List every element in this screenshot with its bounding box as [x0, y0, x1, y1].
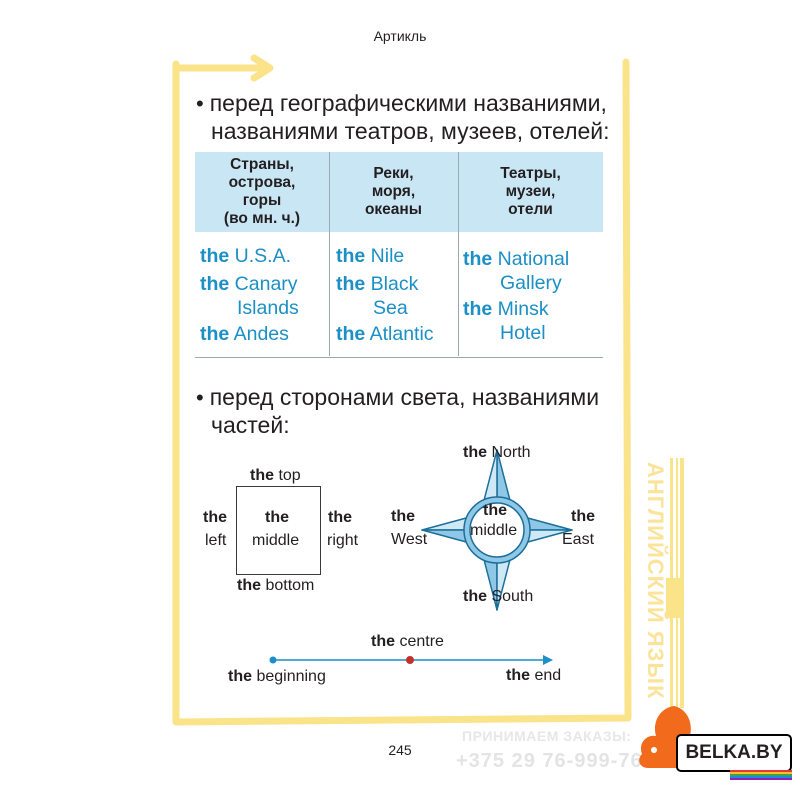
arrow-head-icon [543, 655, 553, 665]
label-right-word: right [327, 532, 359, 549]
watermark-phone: +375 29 76-999-76 [456, 750, 643, 772]
label-left-article: the [203, 509, 227, 526]
label-east-word: East [562, 531, 595, 548]
label-west-word: West [391, 531, 428, 548]
label-bottom: the bottom [237, 577, 315, 594]
rainbow-stripes-icon [730, 770, 792, 780]
label-top: the top [250, 467, 301, 484]
list-item: the U.S.A. [200, 245, 292, 267]
label-east-article: the [571, 508, 595, 525]
label-beginning: the beginning [228, 668, 326, 685]
list-item: the National [463, 248, 570, 270]
label-right-article: the [328, 509, 352, 526]
label-middle-word: middle [470, 522, 518, 539]
list-item: the Nile [336, 245, 405, 267]
brand-badge[interactable]: BELKA.BY [676, 734, 792, 772]
label-centre: the centre [371, 633, 444, 650]
label-end: the end [506, 667, 562, 684]
page-number: 245 [388, 742, 412, 758]
section1-line1: •перед географическими названиями, [196, 90, 607, 116]
page-header: Артикль [373, 28, 427, 44]
list-item: the Andes [200, 323, 289, 345]
watermark-order-text: ПРИНИМАЕМ ЗАКАЗЫ: [462, 728, 632, 744]
square-diagram [236, 486, 321, 575]
list-item: the Canary [200, 273, 298, 295]
section1-line2: названиями театров, музеев, отелей: [211, 118, 610, 144]
table-divider [458, 152, 459, 356]
bullet-icon: • [196, 385, 204, 410]
table-bottom-line [195, 357, 603, 358]
table-col-header-theatres: Театры, музеи, отели [500, 165, 561, 218]
section2-line2: частей: [211, 412, 290, 438]
list-item-continuation: Sea [373, 297, 408, 319]
list-item: the Black [336, 273, 419, 295]
table-divider [329, 152, 330, 356]
label-left-word: left [205, 532, 227, 549]
label-middle-article: the [265, 509, 289, 526]
table-header-bg [195, 152, 603, 232]
label-west-article: the [391, 508, 415, 525]
bullet-icon: • [196, 91, 204, 116]
line-arrow [269, 655, 553, 665]
centre-dot-icon [406, 656, 414, 664]
list-item: the Minsk [463, 298, 549, 320]
side-tab [666, 458, 684, 708]
side-tab-label: АНГЛИЙСКИЙ ЯЗЫК [643, 462, 668, 700]
list-item-continuation: Islands [237, 297, 299, 319]
label-north: the North [463, 444, 531, 461]
label-middle-word: middle [252, 532, 300, 549]
start-dot-icon [269, 656, 277, 664]
label-middle-article: the [483, 502, 507, 519]
table-col-header-countries: Страны, острова, горы (во мн. ч.) [223, 156, 301, 227]
table-col-header-rivers: Реки, моря, океаны [364, 165, 423, 218]
list-item: the Atlantic [336, 323, 434, 345]
label-south: the South [463, 588, 534, 605]
list-item-continuation: Hotel [500, 322, 546, 344]
list-item-continuation: Gallery [500, 272, 562, 294]
compass-rose-icon [421, 449, 573, 611]
section2-line1: •перед сторонами света, названиями [196, 384, 600, 410]
